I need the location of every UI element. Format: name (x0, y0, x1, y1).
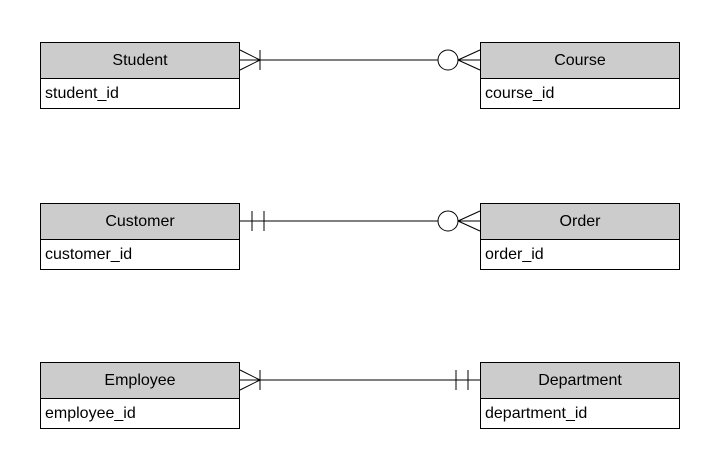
entity-student[interactable]: Student student_id (40, 42, 240, 109)
entity-order-attribute: order_id (485, 245, 544, 263)
entity-course-attribute: course_id (485, 84, 555, 102)
entity-customer-name: Customer (105, 212, 175, 230)
entity-department-attribute: department_id (485, 404, 588, 422)
entity-order-header: Order (481, 204, 679, 240)
entity-employee-name: Employee (104, 371, 176, 389)
relationship-customer-order[interactable] (240, 210, 481, 232)
entity-order[interactable]: Order order_id (480, 203, 680, 270)
entity-department-header: Department (481, 363, 679, 399)
entity-order-attribute-row: order_id (481, 240, 679, 269)
entity-department[interactable]: Department department_id (480, 362, 680, 429)
entity-employee[interactable]: Employee employee_id (40, 362, 240, 429)
entity-employee-header: Employee (41, 363, 239, 399)
entity-order-name: Order (559, 212, 601, 230)
entity-course-name: Course (554, 51, 606, 69)
entity-employee-attribute: employee_id (45, 404, 136, 422)
relationship-employee-department[interactable] (239, 369, 480, 391)
entity-department-attribute-row: department_id (481, 399, 679, 428)
entity-student-name: Student (112, 51, 168, 69)
entity-customer-attribute: customer_id (45, 245, 133, 263)
relationship-student-course[interactable] (239, 49, 481, 71)
entity-customer[interactable]: Customer customer_id (40, 203, 240, 270)
entity-course-attribute-row: course_id (481, 79, 679, 108)
entity-employee-attribute-row: employee_id (41, 399, 239, 428)
entity-student-header: Student (41, 43, 239, 79)
entity-department-name: Department (538, 371, 622, 389)
entity-course-header: Course (481, 43, 679, 79)
entity-student-attribute-row: student_id (41, 79, 239, 108)
entity-course[interactable]: Course course_id (480, 42, 680, 109)
entity-student-attribute: student_id (45, 84, 119, 102)
entity-customer-header: Customer (41, 204, 239, 240)
entity-customer-attribute-row: customer_id (41, 240, 239, 269)
